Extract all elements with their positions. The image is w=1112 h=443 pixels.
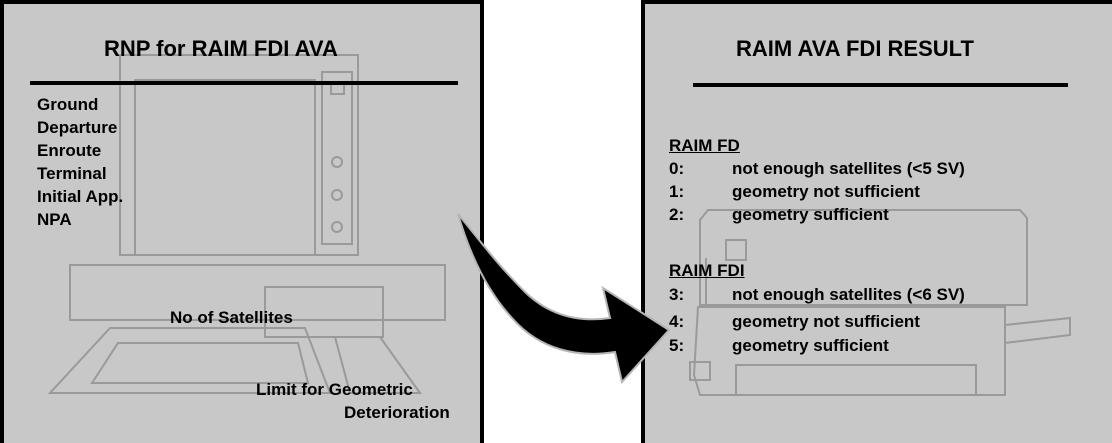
left-title-divider	[30, 81, 458, 85]
phase-departure: Departure	[37, 118, 118, 137]
fdi-item-code: 3:	[669, 285, 685, 304]
right-title-divider	[693, 83, 1068, 87]
phase-initial-approach: Initial App.	[37, 187, 124, 206]
fdi-item-code: 5:	[669, 336, 685, 355]
phase-terminal: Terminal	[37, 164, 107, 183]
right-panel	[641, 0, 1112, 443]
phase-enroute: Enroute	[37, 141, 102, 160]
fdi-item-text: geometry sufficient	[732, 336, 889, 355]
fd-item-text: geometry not sufficient	[732, 182, 920, 201]
raim-fdi-heading: RAIM FDI	[669, 261, 745, 280]
fd-item-text: geometry sufficient	[732, 205, 889, 224]
fdi-item-text: not enough satellites (<6 SV)	[732, 285, 965, 304]
no-of-satellites-label: No of Satellites	[170, 308, 293, 327]
fd-item-code: 1:	[669, 182, 685, 201]
right-panel-title: RAIM AVA FDI RESULT	[736, 36, 974, 61]
fd-item-code: 2:	[669, 205, 685, 224]
left-panel-title: RNP for RAIM FDI AVA	[104, 36, 338, 61]
raim-fd-heading: RAIM FD	[669, 136, 740, 155]
fdi-item-text: geometry not sufficient	[732, 312, 920, 331]
phase-npa: NPA	[37, 210, 72, 229]
phase-ground: Ground	[37, 95, 99, 114]
fd-item-code: 0:	[669, 159, 685, 178]
limit-geometric-label-line1: Limit for Geometric	[256, 380, 413, 399]
printer-icon	[689, 209, 1071, 396]
fdi-item-code: 4:	[669, 312, 685, 331]
computer-terminal-icon	[47, 54, 446, 394]
curved-arrow-icon	[457, 213, 671, 385]
limit-geometric-label-line2: Deterioration	[344, 403, 450, 422]
fd-item-text: not enough satellites (<5 SV)	[732, 159, 965, 178]
